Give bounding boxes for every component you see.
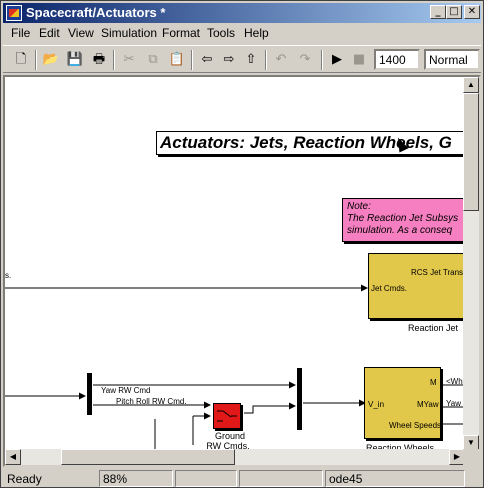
resize-grip-icon[interactable] (467, 470, 481, 487)
status-panel-empty (239, 470, 323, 487)
ground-rw-cmds-switch[interactable] (213, 403, 241, 429)
print-icon[interactable]: 🖶 (92, 52, 106, 67)
switch-icon (217, 410, 237, 422)
simulink-app-icon[interactable] (6, 5, 22, 21)
simulation-mode-select[interactable]: Normal (424, 49, 480, 70)
toolbar-separator (113, 50, 115, 70)
vertical-scroll-thumb[interactable] (463, 93, 479, 211)
toolbar-separator (35, 50, 37, 70)
port-rcs-jet-trans: RCS Jet Trans (411, 268, 464, 277)
scroll-left-button[interactable]: ◀ (5, 449, 21, 465)
diagram-canvas[interactable]: Actuators: Jets, Reaction Wheels, G Note… (5, 77, 465, 451)
signal-label-whe: <Whe (446, 377, 465, 386)
copy-icon[interactable]: ⧉ (148, 52, 158, 67)
status-zoom: 88% (99, 470, 173, 487)
save-icon[interactable]: 💾 (66, 52, 84, 67)
status-panel-empty (175, 470, 237, 487)
back-icon[interactable]: ⇦ (201, 52, 213, 67)
port-myaw: MYaw (417, 400, 439, 409)
note-annotation[interactable]: Note: The Reaction Jet Subsys simulation… (342, 198, 465, 242)
undo-icon[interactable]: ↶ (275, 52, 287, 67)
close-button[interactable]: ✕ (464, 5, 480, 19)
stop-time-input[interactable]: 1400 (374, 49, 420, 70)
title-bar[interactable]: Spacecraft/Actuators * _ □ ✕ (3, 3, 481, 23)
new-icon[interactable]: 🗋 (15, 52, 27, 67)
note-line-2: simulation. As a conseq (347, 225, 453, 236)
reaction-wheels-label: Reaction Wheels (366, 443, 435, 451)
toolbar-separator (321, 50, 323, 70)
signal-label-yaw-r: Yaw R (446, 399, 465, 408)
signal-label-pitch-roll-rw-cmd: Pitch Roll RW Cmd. (116, 397, 187, 406)
maximize-button[interactable]: □ (446, 5, 462, 19)
reaction-jet-block[interactable]: RCS Jet Trans Jet Cmds. (368, 253, 465, 319)
note-heading: Note: (347, 201, 371, 212)
window-title: Spacecraft/Actuators * (26, 5, 166, 20)
paste-icon[interactable]: 📋 (168, 52, 186, 67)
port-v-in: V_in (368, 400, 385, 409)
mux-block[interactable] (297, 368, 302, 430)
status-solver: ode45 (325, 470, 465, 487)
port-jet-cmds: Jet Cmds. (371, 284, 408, 293)
menu-simulation[interactable]: Simulation (101, 26, 158, 40)
menu-view[interactable]: View (68, 26, 94, 40)
minimize-button[interactable]: _ (430, 5, 446, 19)
port-wheel-speeds: Wheel Speeds (389, 421, 442, 430)
reaction-wheels-block[interactable]: M V_in MYaw Wheel Speeds (364, 367, 441, 439)
status-bar: Ready 88% ode45 (3, 469, 481, 487)
mux-block[interactable] (87, 373, 92, 415)
toolbar-separator (265, 50, 267, 70)
signal-label-yaw-rw-cmd: Yaw RW Cmd (101, 386, 151, 395)
forward-icon[interactable]: ⇨ (223, 52, 235, 67)
port-m: M (430, 378, 437, 387)
horizontal-scrollbar[interactable]: ◀ ▶ (5, 449, 465, 465)
signal-label-left: s. (5, 271, 12, 280)
ground-label-line-1: Ground (215, 431, 246, 441)
toolbar-separator (191, 50, 193, 70)
scrollbar-corner (463, 449, 479, 465)
horizontal-scroll-thumb[interactable] (61, 449, 235, 465)
toolbar: 🗋 📂 💾 🖶 ✂ ⧉ 📋 ⇦ ⇨ ⇧ ↶ ↷ ▶ ■ 1400 Normal (3, 45, 481, 73)
scroll-up-button[interactable]: ▲ (463, 77, 479, 93)
menu-help[interactable]: Help (244, 26, 269, 40)
note-line-1: The Reaction Jet Subsys (347, 213, 459, 224)
signal-lines (5, 284, 465, 451)
diagram-title[interactable]: Actuators: Jets, Reaction Wheels, G (156, 131, 465, 155)
redo-icon[interactable]: ↷ (299, 52, 311, 67)
menu-format[interactable]: Format (162, 26, 201, 40)
open-icon[interactable]: 📂 (42, 52, 60, 67)
stop-icon[interactable]: ■ (352, 52, 366, 67)
menu-tools[interactable]: Tools (207, 26, 236, 40)
menu-file[interactable]: File (11, 26, 31, 40)
menu-bar: File Edit View Simulation Format Tools H… (3, 23, 481, 43)
status-state: Ready (7, 472, 42, 486)
vertical-scrollbar[interactable]: ▲ ▼ (463, 77, 479, 451)
diagram-canvas-frame: Actuators: Jets, Reaction Wheels, G Note… (3, 75, 481, 467)
ground-label-line-2: RW Cmds. (206, 441, 250, 451)
menu-edit[interactable]: Edit (39, 26, 60, 40)
cut-icon[interactable]: ✂ (123, 52, 135, 67)
up-icon[interactable]: ⇧ (245, 52, 257, 67)
reaction-jet-label: Reaction Jet (408, 323, 459, 333)
play-icon[interactable]: ▶ (332, 52, 342, 67)
